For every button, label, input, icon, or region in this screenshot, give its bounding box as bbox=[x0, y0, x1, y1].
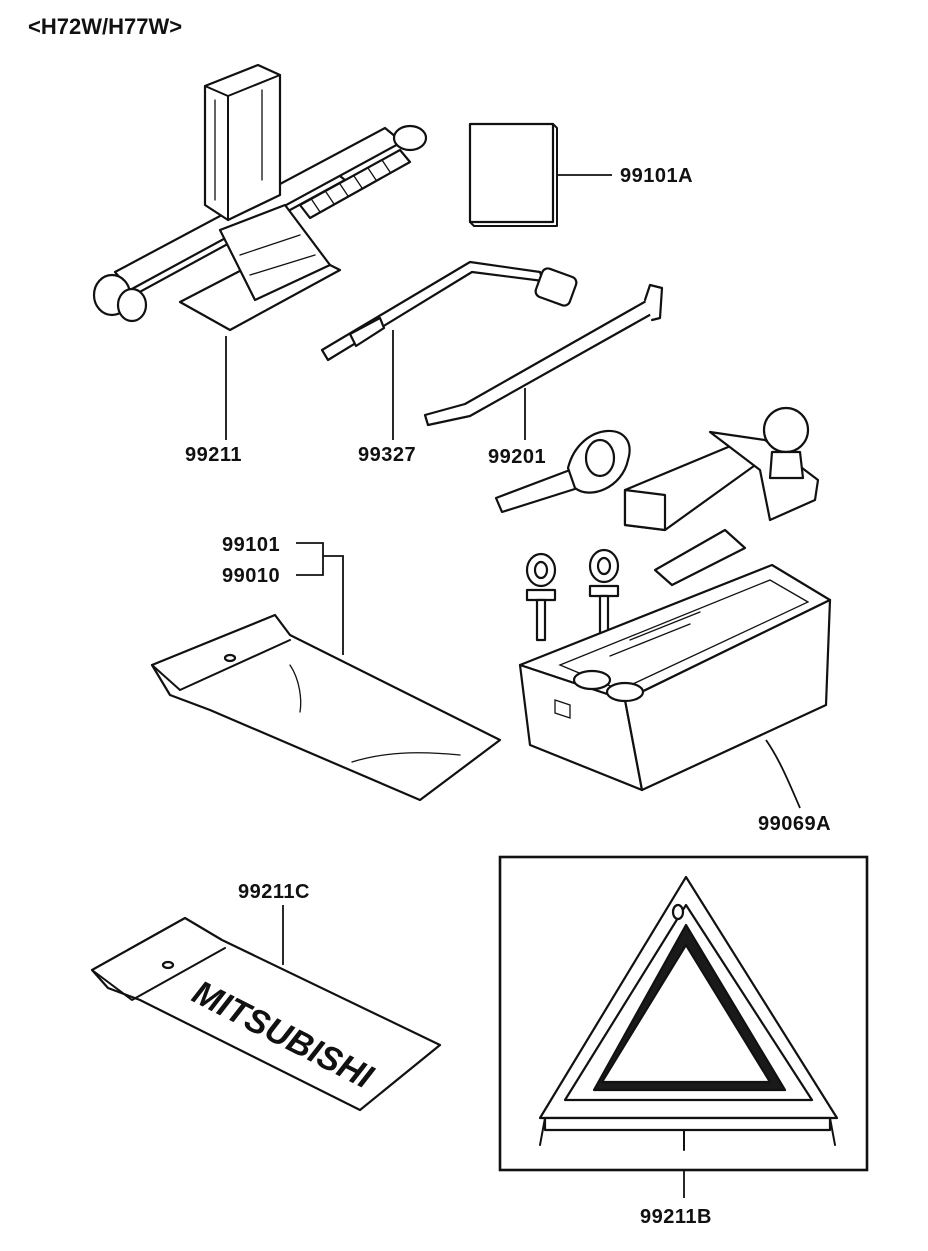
tool-bag-part-number: 99211C bbox=[238, 881, 310, 903]
bag-part-number-a: 99101 bbox=[222, 534, 280, 556]
eye-bolt-2-illustration[interactable] bbox=[588, 548, 620, 642]
triangle-stand-bar bbox=[543, 1116, 832, 1132]
tow-hook-illustration[interactable] bbox=[494, 429, 631, 514]
jack-handle-illustration[interactable] bbox=[320, 260, 578, 362]
triangle-stand-legs bbox=[539, 1117, 836, 1151]
tow-hitch-illustration[interactable] bbox=[623, 406, 820, 532]
tool-pouch-illustration[interactable] bbox=[150, 613, 502, 802]
triangle-hole bbox=[671, 903, 685, 921]
wrench-part-number: 99201 bbox=[488, 446, 546, 468]
handbook-illustration[interactable] bbox=[468, 122, 558, 227]
tool-box-part-number: 99069A bbox=[758, 813, 831, 835]
socket-tool-illustration[interactable] bbox=[653, 528, 747, 587]
warning-triangle-part-number: 99211B bbox=[640, 1206, 712, 1228]
model-code-header: <H72W/H77W> bbox=[28, 14, 182, 39]
scissor-jack-illustration[interactable] bbox=[92, 63, 428, 332]
wrench-illustration[interactable] bbox=[423, 283, 664, 427]
warning-triangle-illustration[interactable] bbox=[538, 875, 839, 1151]
handbook-part-number: 99101A bbox=[620, 165, 693, 187]
jack-handle-part-number: 99327 bbox=[358, 444, 416, 466]
bag-part-number-b: 99010 bbox=[222, 565, 280, 587]
triangle-core bbox=[600, 943, 772, 1084]
jack-part-number: 99211 bbox=[185, 444, 242, 466]
eye-bolt-1-illustration[interactable] bbox=[525, 552, 557, 642]
tool-box-illustration[interactable] bbox=[518, 563, 832, 792]
tool-bag-illustration[interactable]: MITSUBISHI bbox=[90, 916, 442, 1112]
